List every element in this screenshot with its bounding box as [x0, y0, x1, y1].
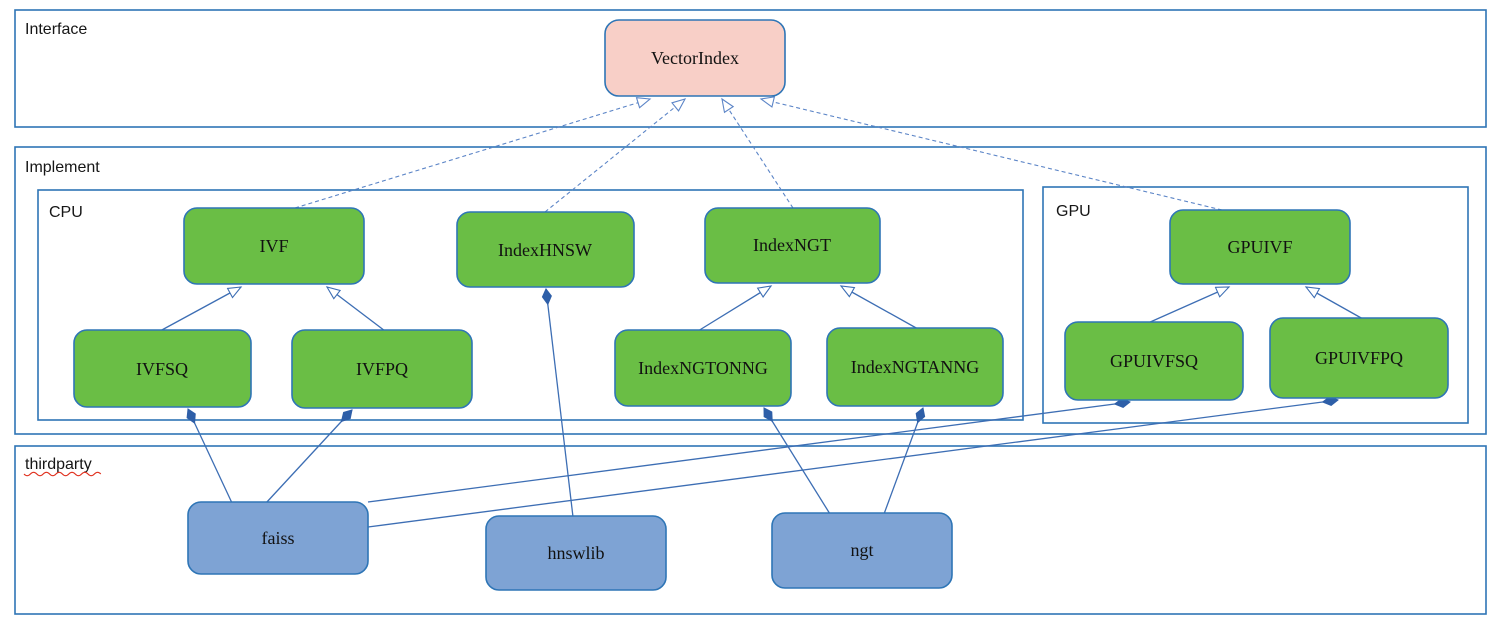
node-gpuivf-box [1169, 209, 1351, 285]
node-gpuivf-label: GPUIVF [1227, 237, 1292, 257]
node-hnswlib-label: hnswlib [547, 543, 604, 563]
edge-hnswlib-indexhnsw [546, 289, 574, 518]
node-indexngtonng: IndexNGTONNG [614, 329, 792, 407]
node-indexngt-box [704, 207, 881, 284]
edge-indexhnsw-vectorindex [544, 99, 685, 213]
thirdparty-section-label: thirdparty [25, 456, 92, 473]
node-gpuivfpq: GPUIVFPQ [1269, 317, 1449, 399]
edge-indexngtanng-indexngt [841, 286, 919, 330]
edge-ngt-indexngtanng [883, 408, 923, 515]
edge-ivf-vectorindex [294, 99, 650, 209]
node-indexngtanng-box [826, 327, 1004, 407]
nodes-layer: VectorIndex IVF IndexHNSW IndexNGT GPUIV… [73, 19, 1449, 591]
node-hnswlib: hnswlib [485, 515, 667, 591]
node-ivfpq-label: IVFPQ [356, 359, 408, 379]
node-ivf-label: IVF [259, 236, 288, 256]
edge-indexngtonng-indexngt [697, 286, 771, 332]
edge-indexngt-vectorindex [722, 99, 794, 209]
node-indexhnsw-label: IndexHNSW [498, 240, 592, 260]
node-indexngt: IndexNGT [704, 207, 881, 284]
edges-layer [159, 99, 1364, 528]
edge-gpuivfsq-gpuivf [1147, 286, 1229, 324]
node-ngt-label: ngt [850, 540, 873, 560]
node-gpuivfsq-label: GPUIVFSQ [1110, 351, 1198, 371]
node-indexngtanng: IndexNGTANNG [826, 327, 1004, 407]
node-vectorindex-label: VectorIndex [651, 48, 739, 68]
node-indexngtonng-box [614, 329, 792, 407]
edge-ivfsq-ivf [159, 287, 241, 332]
node-gpuivfsq-box [1064, 321, 1244, 401]
node-ivfpq: IVFPQ [291, 329, 473, 409]
node-indexngtanng-label: IndexNGTANNG [851, 357, 980, 377]
edge-faiss-gpuivfsq [367, 402, 1130, 503]
node-hnswlib-box [485, 515, 667, 591]
node-ivfsq-label: IVFSQ [136, 359, 188, 379]
node-ngt-box [771, 512, 953, 589]
node-gpuivfpq-label: GPUIVFPQ [1315, 348, 1403, 368]
node-ngt: ngt [771, 512, 953, 589]
node-faiss-label: faiss [262, 528, 295, 548]
node-ivfsq: IVFSQ [73, 329, 252, 408]
node-vectorindex-box [604, 19, 786, 97]
spellcheck-squiggle [23, 471, 102, 477]
gpu-section-label: GPU [1056, 203, 1091, 220]
interface-section-label: Interface [25, 21, 87, 38]
edge-gpuivfpq-gpuivf [1306, 287, 1364, 320]
edge-faiss-ivfsq [188, 409, 233, 504]
node-faiss: faiss [187, 501, 369, 575]
edge-gpuivf-vectorindex [761, 99, 1223, 211]
implement-section-label: Implement [25, 159, 100, 176]
cpu-section-label: CPU [49, 204, 83, 221]
node-ivfsq-box [73, 329, 252, 408]
edge-faiss-ivfpq [265, 410, 352, 504]
node-faiss-box [187, 501, 369, 575]
edge-ngt-indexngtonng [763, 408, 831, 515]
node-gpuivfsq: GPUIVFSQ [1064, 321, 1244, 401]
node-indexngtonng-label: IndexNGTONNG [638, 358, 768, 378]
edge-faiss-gpuivfpq [367, 400, 1338, 528]
edge-ivfpq-ivf [327, 287, 386, 332]
node-indexhnsw-box [456, 211, 635, 288]
node-vectorindex: VectorIndex [604, 19, 786, 97]
node-gpuivf: GPUIVF [1169, 209, 1351, 285]
node-ivfpq-box [291, 329, 473, 409]
node-gpuivfpq-box [1269, 317, 1449, 399]
node-indexngt-label: IndexNGT [753, 235, 831, 255]
node-ivf-box [183, 207, 365, 285]
node-indexhnsw: IndexHNSW [456, 211, 635, 288]
node-ivf: IVF [183, 207, 365, 285]
